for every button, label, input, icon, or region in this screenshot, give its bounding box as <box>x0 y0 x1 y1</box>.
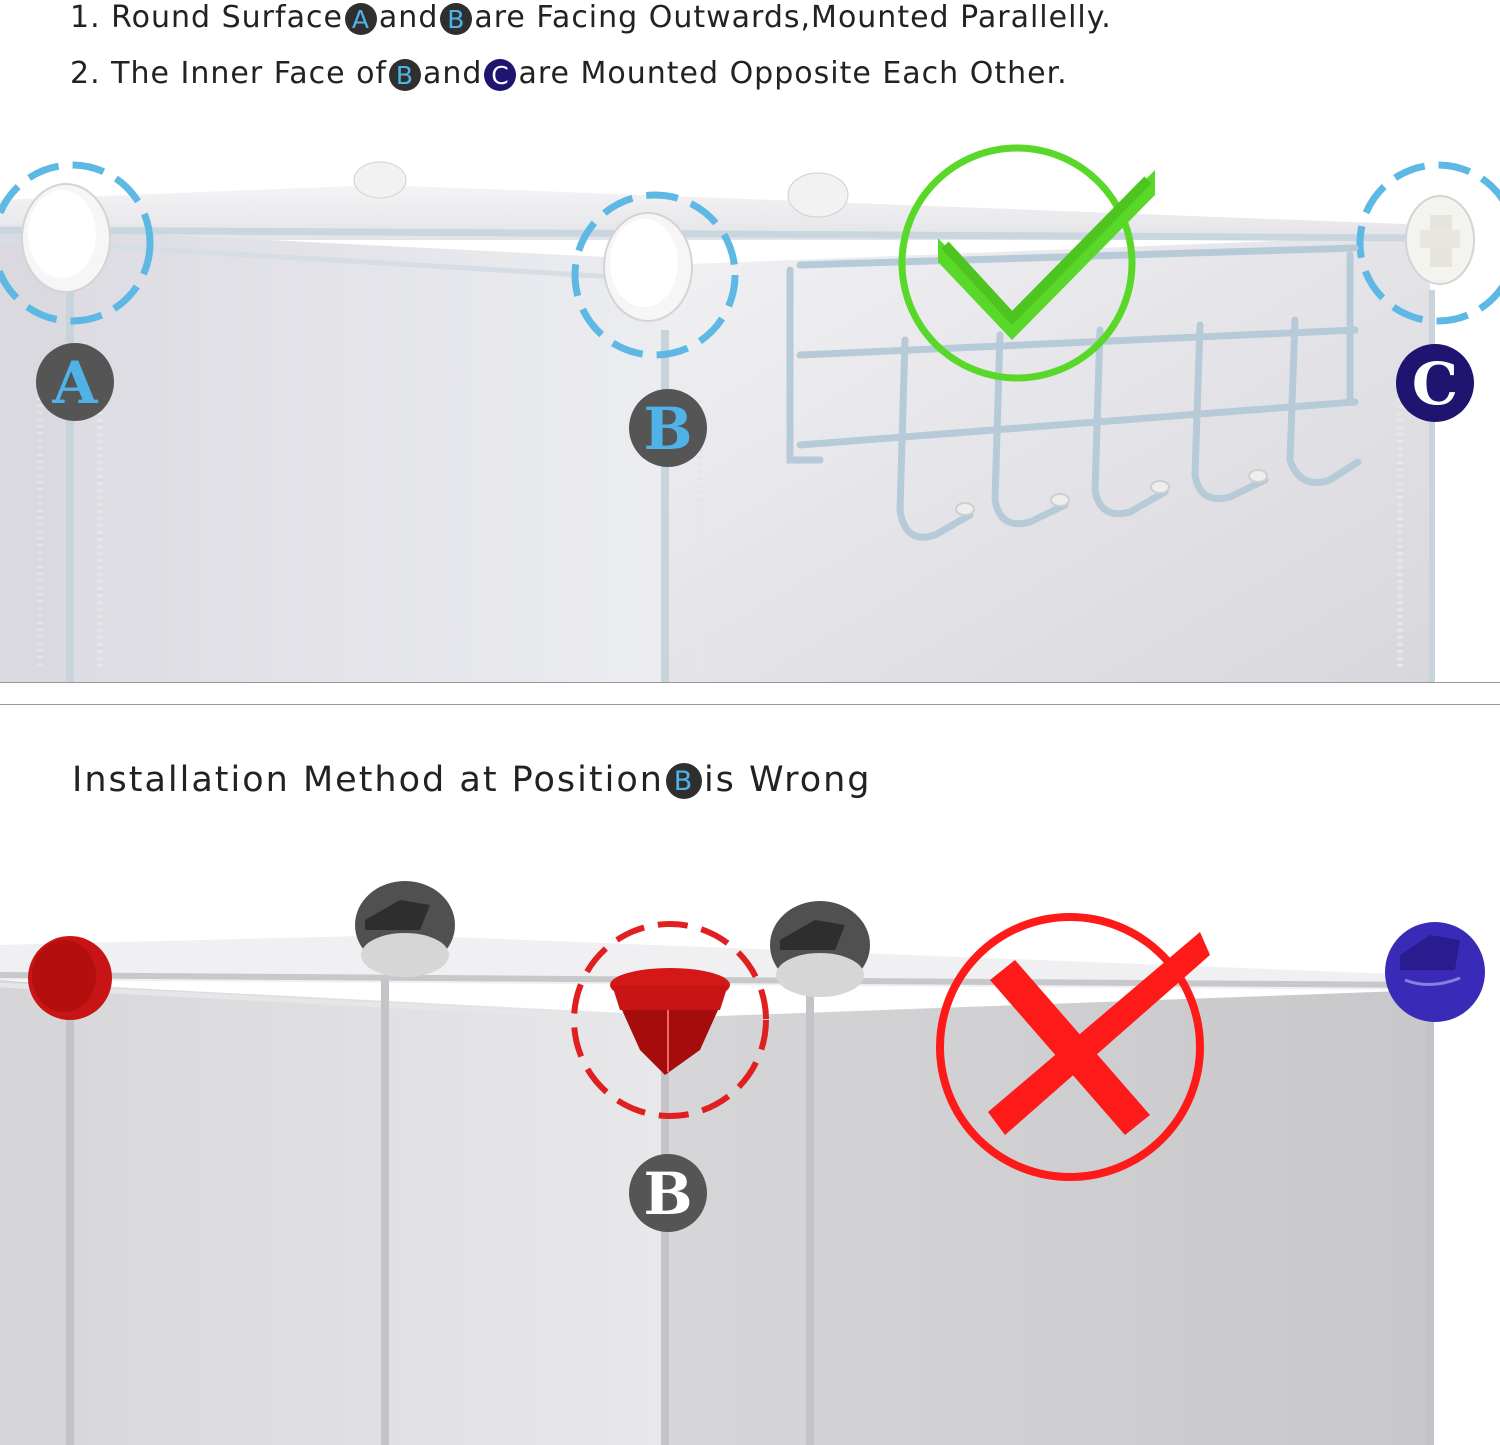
dashed-highlight-b <box>571 191 739 359</box>
inline-badge-b: B <box>665 763 702 799</box>
label-b-text: B <box>643 1160 692 1228</box>
inline-badge-a: A <box>344 3 377 35</box>
inline-badge-b: B <box>440 3 473 35</box>
connector-b-wrong <box>610 968 730 1075</box>
label-badge-b: B <box>629 389 707 467</box>
far-connector <box>353 161 407 199</box>
connector-c <box>1405 195 1475 285</box>
connector-b <box>603 212 693 322</box>
dashed-highlight-a <box>0 161 154 325</box>
label-badge-b: B <box>629 1154 707 1232</box>
label-badge-a: A <box>36 343 114 421</box>
correct-installation-photo: A B C <box>0 130 1500 683</box>
label-a-text: A <box>51 349 98 417</box>
divider <box>0 704 1500 705</box>
checkmark-icon <box>898 144 1155 382</box>
instruction-text: are Facing Outwards,Mounted Parallelly. <box>474 0 1112 35</box>
inline-badge-c: C <box>484 59 517 91</box>
instruction-number: 1. <box>70 0 101 35</box>
cross-icon <box>936 913 1210 1181</box>
label-c-text: C <box>1412 350 1458 418</box>
connector-gray <box>770 901 870 997</box>
cube-panels <box>0 860 1500 1445</box>
instruction-number: 2. <box>70 56 101 91</box>
connector-blue <box>1385 922 1485 1022</box>
connector-gray <box>355 881 455 977</box>
dashed-highlight-b <box>571 921 769 1119</box>
dashed-highlight-c <box>1356 161 1500 325</box>
label-b-text: B <box>643 395 692 463</box>
title-text: is Wrong <box>703 759 872 800</box>
inline-badge-b: B <box>389 59 421 91</box>
instruction-text: The Inner Face of <box>111 56 387 91</box>
cube-panels <box>0 130 1500 683</box>
far-connector <box>787 172 849 218</box>
connector-a <box>21 183 111 293</box>
connector-red <box>28 936 112 1020</box>
title-text: Installation Method at Position <box>72 759 664 800</box>
instruction-text: and <box>378 0 439 35</box>
instruction-text: and <box>423 56 483 91</box>
label-badge-c: C <box>1396 344 1474 422</box>
instruction-text: Round Surface <box>111 0 343 35</box>
divider <box>0 682 1500 683</box>
instruction-text: are Mounted Opposite Each Other. <box>518 56 1068 91</box>
wrong-installation-photo: B <box>0 860 1500 1445</box>
